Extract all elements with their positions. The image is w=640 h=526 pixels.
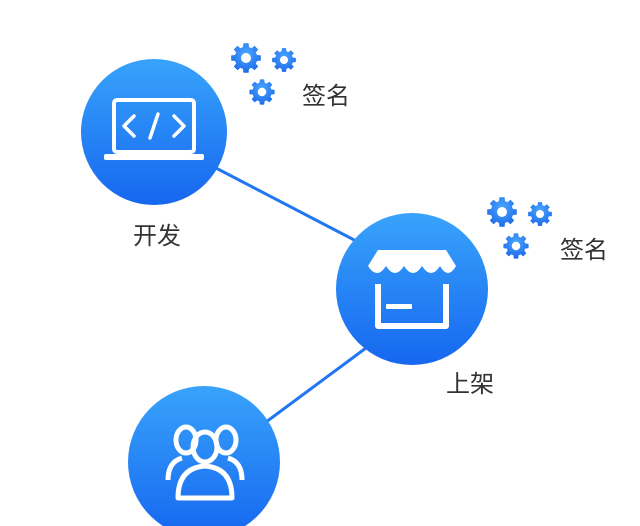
signature-develop: 签名 — [231, 43, 350, 110]
signature-publish: 签名 — [487, 197, 608, 264]
gears-icon — [231, 43, 296, 105]
node-label: 开发 — [133, 222, 181, 250]
node-circle — [81, 59, 227, 205]
connector-line — [261, 343, 371, 427]
node-publish: 上架 — [336, 213, 494, 398]
gears-icon — [487, 197, 552, 259]
node-label: 上架 — [446, 370, 494, 398]
node-users — [128, 386, 280, 526]
connector-line — [213, 165, 361, 245]
node-develop: 开发 — [81, 59, 227, 250]
storefront-icon — [368, 250, 456, 329]
users-icon — [165, 424, 245, 501]
signature-label: 签名 — [302, 82, 350, 110]
signature-label: 签名 — [560, 236, 608, 264]
code-laptop-icon — [104, 98, 204, 160]
node-circle — [128, 386, 280, 526]
node-circle — [336, 213, 488, 365]
